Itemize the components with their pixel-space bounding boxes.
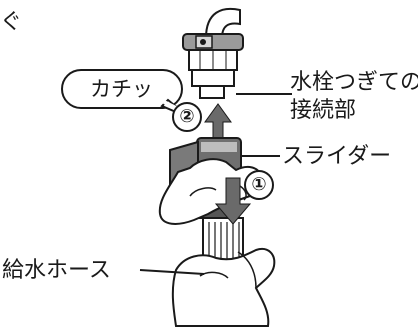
faucet-joint-label-line2: 接続部	[290, 98, 357, 123]
step-2-badge: ②	[172, 102, 202, 132]
faucet-pipe	[204, 7, 241, 39]
balloon-text: カチッ	[90, 77, 153, 101]
leader-hose	[139, 269, 205, 275]
lower-hand	[171, 248, 276, 327]
step-1-badge: ①	[244, 170, 274, 200]
arrow-down	[214, 177, 252, 225]
faucet-joint-label-line1: 水栓つぎての	[290, 70, 418, 95]
top-left-fragment: ぐ	[0, 10, 23, 35]
slider-label: スライダー	[282, 144, 392, 169]
supply-hose-label: 給水ホース	[2, 258, 111, 283]
faucet-connector	[182, 33, 244, 99]
